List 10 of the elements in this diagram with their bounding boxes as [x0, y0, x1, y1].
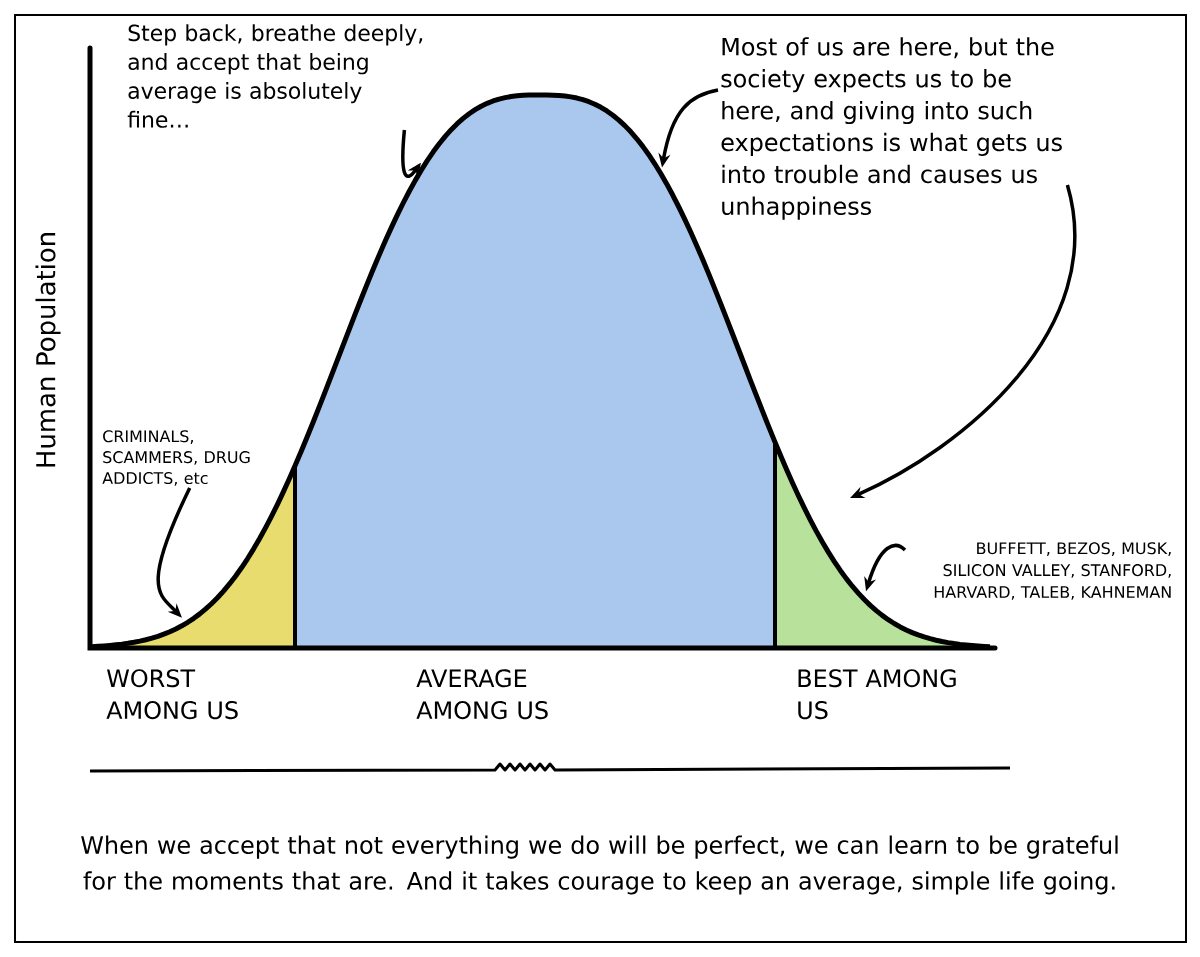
annotation-text: BUFFETT, BEZOS, MUSK, SILICON VALLEY, STANFORD, HARVARD, TALEB, KAHNEMAN — [934, 542, 1171, 600]
annotation-text: Step back, breathe deeply, and accept that being average is absolutely fine… — [127, 24, 423, 128]
label-text: BEST AMONG US — [798, 669, 956, 720]
label-text: AVERAGE AMONG US — [416, 669, 548, 720]
label-text: Human Population — [35, 233, 61, 467]
arrow — [401, 129, 421, 178]
annotation-text: CRIMINALS, SCAMMERS, DRUG ADDICTS, etc — [102, 430, 250, 486]
label-text: When we accept that not everything we do will be perfect, we can learn to be grateful for the moments that are. And it takes courage to keep an average, simple life going. — [81, 835, 1118, 895]
annotation-text: Most of us are here, but the society expects us to be here, and giving into such expectations is what gets us into trouble and causes us unhappiness — [721, 37, 1062, 220]
label-text: WORST AMONG US — [106, 669, 238, 720]
